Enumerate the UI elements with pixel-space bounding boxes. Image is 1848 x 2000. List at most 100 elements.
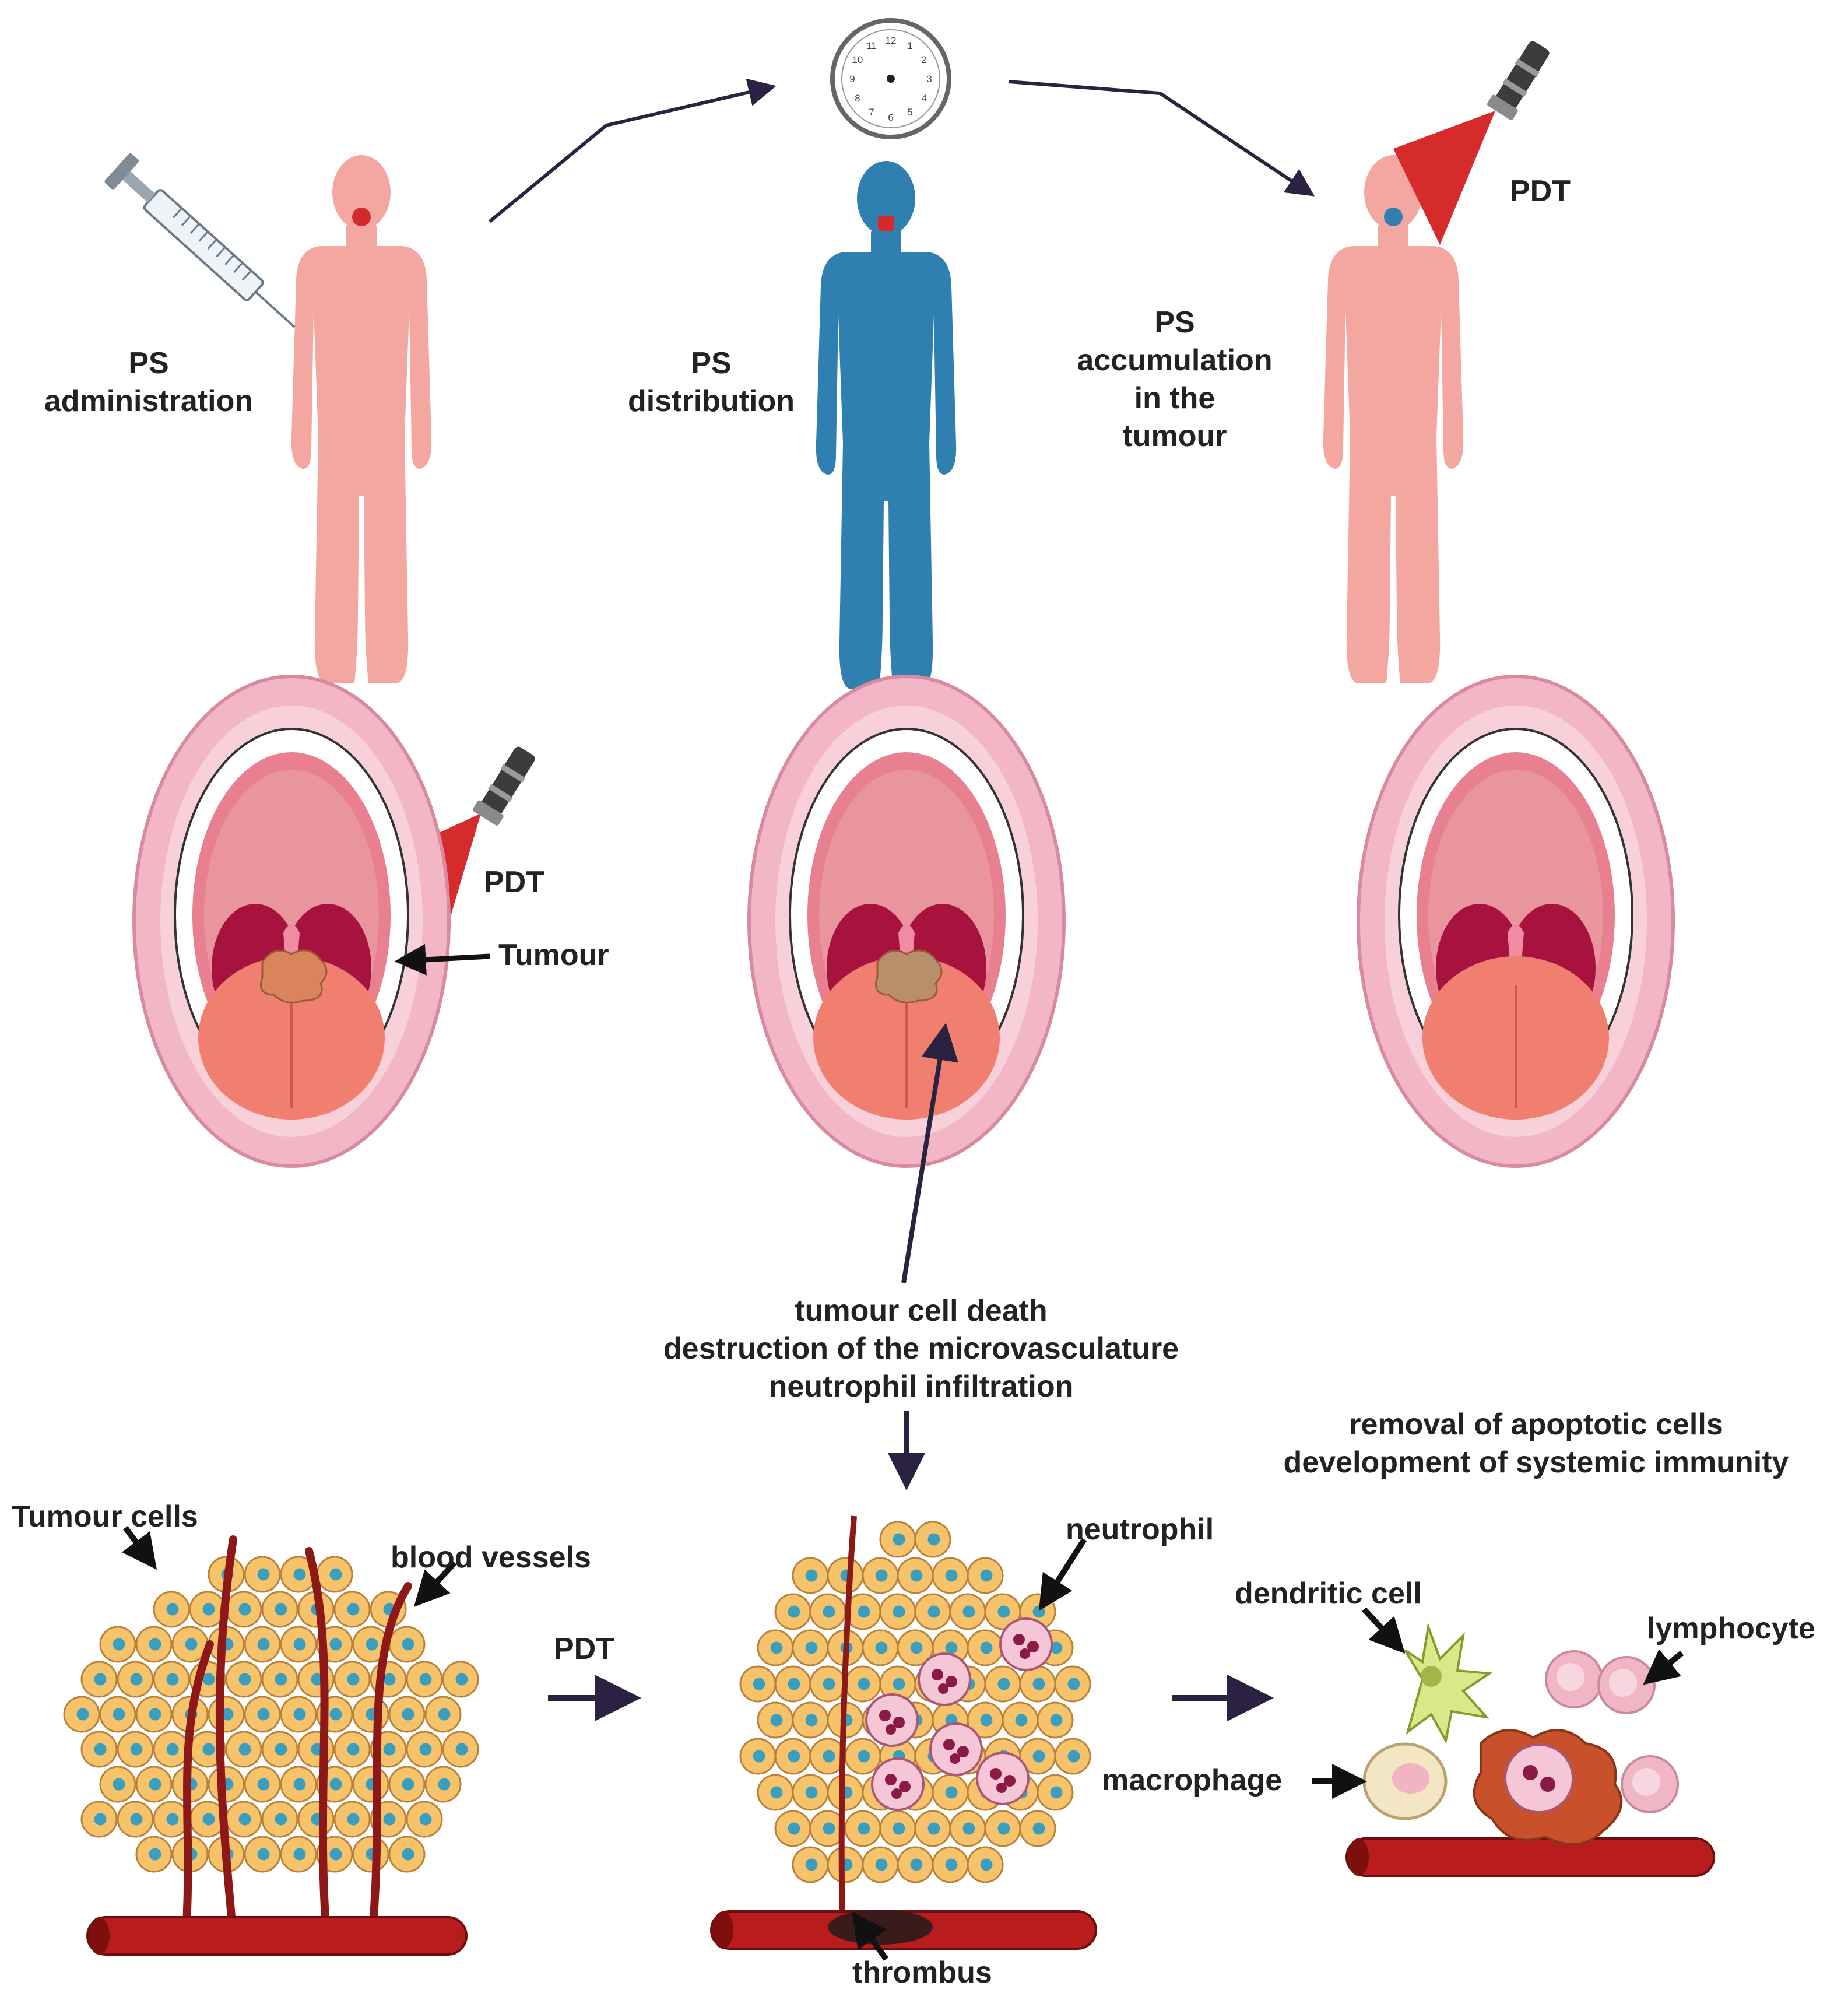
syringe-tick bbox=[207, 238, 217, 250]
neutrophil-lobe bbox=[932, 1669, 943, 1680]
cell-nucleus bbox=[275, 1603, 287, 1616]
light-source-top bbox=[1393, 41, 1550, 245]
cell-nucleus bbox=[875, 1569, 888, 1582]
tumour-cells-arrow bbox=[122, 1526, 157, 1570]
cell-nucleus bbox=[347, 1673, 360, 1686]
neutrophil-lobe bbox=[1540, 1777, 1555, 1792]
light-beam bbox=[1393, 111, 1495, 245]
blood-vessel-main bbox=[86, 1916, 468, 1956]
torch-ring bbox=[1515, 58, 1540, 78]
tumour-arrow-label: Tumour bbox=[498, 938, 609, 972]
pdt-arrow-label: PDT bbox=[554, 1632, 614, 1666]
cell-nucleus bbox=[94, 1813, 107, 1826]
macrophage-vacuole bbox=[1392, 1763, 1429, 1794]
cell-nucleus bbox=[383, 1743, 396, 1756]
neutrophil-cell bbox=[1504, 1743, 1574, 1813]
immunity-systemic: development of systemic immunity bbox=[1283, 1445, 1789, 1479]
neutrophil-lobe bbox=[1523, 1765, 1538, 1780]
neutrophil-cell bbox=[871, 1757, 925, 1811]
cell-nucleus bbox=[788, 1750, 800, 1763]
cell-nucleus bbox=[1032, 1822, 1045, 1835]
cell-nucleus bbox=[927, 1822, 940, 1835]
cell-nucleus bbox=[980, 1714, 993, 1727]
arrow-to-mouth bbox=[901, 1023, 958, 1283]
cell-nucleus bbox=[805, 1641, 818, 1654]
tumour-pointer-arrow bbox=[394, 943, 490, 976]
neutrophil-lobe bbox=[886, 1724, 896, 1735]
cell-nucleus bbox=[238, 1603, 251, 1616]
cell-nucleus bbox=[257, 1778, 270, 1791]
cell-nucleus bbox=[402, 1778, 414, 1791]
cell-nucleus bbox=[997, 1605, 1010, 1618]
cell-nucleus bbox=[997, 1678, 1010, 1690]
cell-nucleus bbox=[94, 1673, 107, 1686]
neutrophil-cell bbox=[865, 1693, 919, 1747]
cell-nucleus bbox=[753, 1678, 765, 1690]
cell-nucleus bbox=[166, 1603, 179, 1616]
accumulation-label: accumulation bbox=[1077, 343, 1273, 377]
cell-nucleus bbox=[347, 1813, 360, 1826]
pdt-label-top: PDT bbox=[1510, 174, 1571, 208]
cell-nucleus bbox=[788, 1822, 800, 1835]
syringe-icon bbox=[104, 153, 296, 328]
cell-nucleus bbox=[347, 1743, 360, 1756]
person-accumulation bbox=[1323, 155, 1464, 683]
cell-nucleus bbox=[1050, 1786, 1063, 1799]
cell-nucleus bbox=[1050, 1641, 1063, 1654]
cell-nucleus bbox=[130, 1813, 143, 1826]
clock-center bbox=[887, 75, 895, 83]
syringe-tick bbox=[198, 231, 209, 242]
cell-nucleus bbox=[166, 1673, 179, 1686]
administration-label: administration bbox=[44, 384, 254, 418]
neutrophil-lobe bbox=[891, 1788, 902, 1799]
torch-ring bbox=[500, 764, 526, 783]
cell-nucleus bbox=[875, 1641, 888, 1654]
clock-inner-ring bbox=[841, 29, 940, 128]
thrombus-clot bbox=[828, 1910, 933, 1945]
neutrophil-lobe bbox=[899, 1781, 911, 1792]
torch-head bbox=[1487, 94, 1518, 120]
immunity-removal: removal of apoptotic cells bbox=[1349, 1408, 1723, 1441]
cell-nucleus bbox=[455, 1743, 468, 1756]
cell-nucleus bbox=[788, 1678, 800, 1690]
cell-nucleus bbox=[130, 1743, 143, 1756]
cell-nucleus bbox=[419, 1743, 432, 1756]
dendritic-nucleus bbox=[1421, 1666, 1442, 1687]
thrombus-label: thrombus bbox=[852, 1956, 992, 1990]
syringe-handle bbox=[104, 153, 139, 190]
cell-nucleus bbox=[185, 1638, 198, 1651]
cell-nucleus bbox=[238, 1813, 251, 1826]
lymphocyte-nucleus bbox=[1632, 1768, 1660, 1796]
cell-nucleus bbox=[858, 1822, 870, 1835]
blood-vessel-branch bbox=[305, 1547, 331, 1940]
blood-vessel-branch bbox=[215, 1535, 237, 1940]
cell-nucleus bbox=[419, 1673, 432, 1686]
ps-label: PS bbox=[128, 346, 169, 380]
cell-nucleus bbox=[805, 1786, 818, 1799]
blood-vessels-label: blood vessels bbox=[391, 1541, 591, 1574]
cell-nucleus bbox=[910, 1641, 923, 1654]
cell-nucleus bbox=[805, 1858, 818, 1871]
cell-nucleus bbox=[329, 1778, 342, 1791]
tumour-cells-label: Tumour cells bbox=[12, 1500, 198, 1534]
cell-nucleus bbox=[257, 1568, 270, 1581]
neutrophil-lobe bbox=[990, 1768, 1002, 1780]
clock-number: 3 bbox=[926, 73, 932, 85]
cell-nucleus bbox=[76, 1708, 89, 1721]
pdt-label-mouth: PDT bbox=[484, 865, 544, 899]
neutrophil-lobe bbox=[938, 1683, 948, 1694]
cell-nucleus bbox=[293, 1708, 306, 1721]
syringe-needle bbox=[255, 291, 296, 328]
cell-nucleus bbox=[927, 1605, 940, 1618]
thrombus-arrow bbox=[852, 1911, 889, 1961]
clock-number: 7 bbox=[869, 107, 874, 118]
arrow-to-clock bbox=[489, 78, 777, 223]
cell-nucleus bbox=[149, 1638, 161, 1651]
tumour-dot bbox=[352, 208, 371, 226]
mouth-3 bbox=[1357, 675, 1675, 1168]
torch-ring bbox=[488, 784, 513, 803]
cell-nucleus bbox=[823, 1750, 835, 1763]
torch-head bbox=[472, 800, 504, 826]
cell-nucleus bbox=[329, 1708, 342, 1721]
